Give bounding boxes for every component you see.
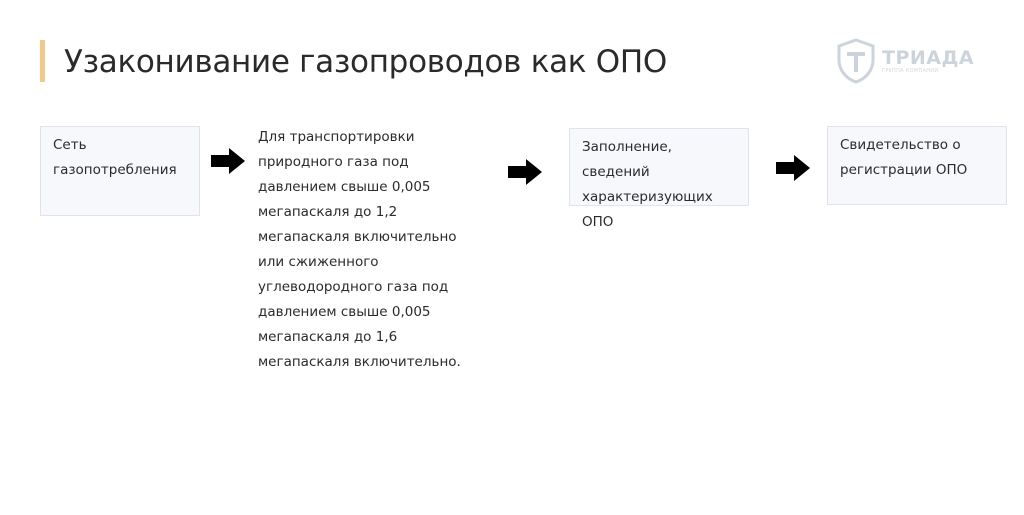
flow-text-line: мегапаскаля включительно — [258, 229, 457, 245]
flow-step-line: ОПО — [582, 214, 614, 230]
flow-text-line: углеводородного газа под — [258, 279, 449, 295]
flow-text-line: или сжиженного — [258, 254, 379, 270]
title-accent-bar — [40, 40, 45, 82]
flow-text-line: мегапаскаля до 1,2 — [258, 204, 398, 220]
flow-step-line: Свидетельство о — [840, 137, 961, 153]
logo-text: ТРИАДА ГРУППА КОМПАНИЙ — [882, 48, 974, 74]
flow-step-network: Сеть газопотребления — [40, 126, 200, 216]
flow-text-line: мегапаскаля включительно. — [258, 354, 461, 370]
flow-step-line: Сеть — [53, 137, 87, 153]
flow-step-description: Для транспортировки природного газа под … — [258, 125, 478, 375]
company-logo: ТРИАДА ГРУППА КОМПАНИЙ — [836, 38, 974, 84]
page-title: Узаконивание газопроводов как ОПО — [64, 44, 668, 80]
flow-step-line: Заполнение, сведений — [582, 139, 672, 180]
logo-name: ТРИАДА — [882, 47, 975, 69]
right-arrow-icon — [211, 148, 245, 174]
flow-text-line: природного газа под — [258, 154, 409, 170]
flow-text-line: давлением свыше 0,005 — [258, 179, 431, 195]
flow-text-line: мегапаскаля до 1,6 — [258, 329, 398, 345]
logo-tagline: ГРУППА КОМПАНИЙ — [882, 68, 939, 74]
shield-t-icon — [836, 38, 876, 84]
right-arrow-icon — [776, 155, 810, 181]
flow-step-line: газопотребления — [53, 162, 177, 178]
flow-step-fill-info: Заполнение, сведений характеризующих ОПО — [569, 128, 749, 230]
flow-text-line: давлением свыше 0,005 — [258, 304, 431, 320]
flow-step-line: регистрации ОПО — [840, 162, 968, 178]
right-arrow-icon — [508, 159, 542, 185]
flow-step-certificate: Свидетельство о регистрации ОПО — [827, 126, 1007, 205]
flow-step-line: характеризующих — [582, 189, 713, 205]
flow-text-line: Для транспортировки — [258, 129, 415, 145]
